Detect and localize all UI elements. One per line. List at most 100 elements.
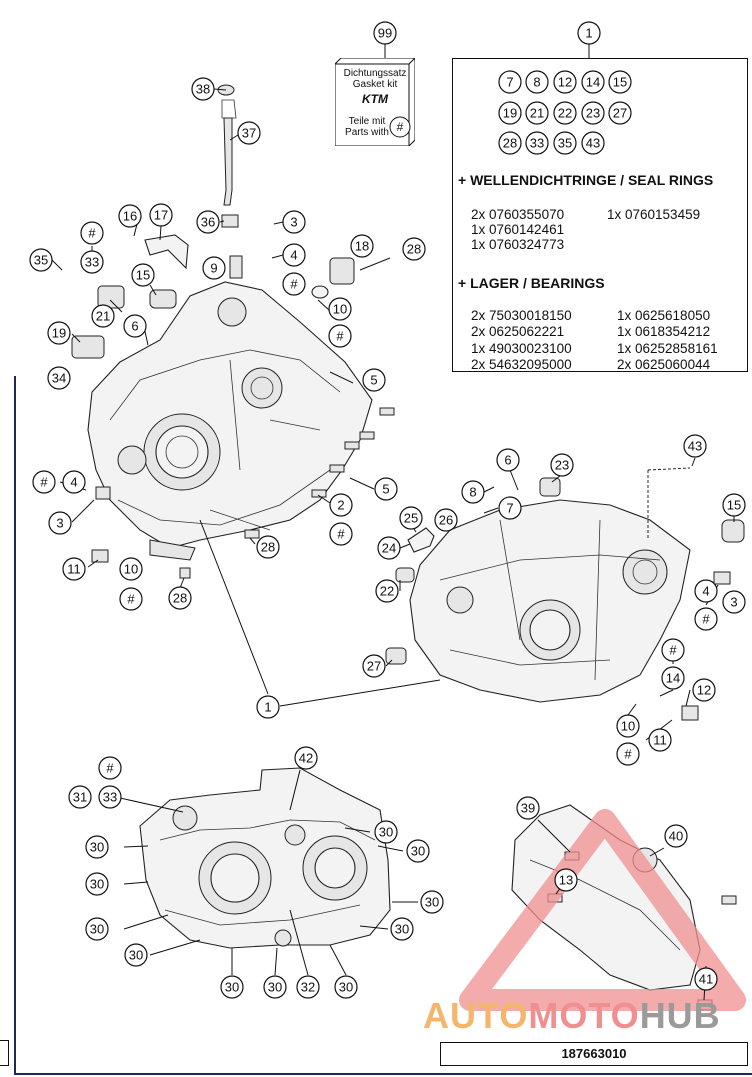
oil-pipe xyxy=(223,117,233,206)
callout-11a[interactable]: 11 xyxy=(62,557,86,581)
callout-30b[interactable]: 30 xyxy=(406,839,430,863)
callout-hash-g[interactable]: # xyxy=(616,742,640,766)
included-part-33: 33 xyxy=(525,131,549,155)
callout-5a[interactable]: 5 xyxy=(362,368,386,392)
callout-17[interactable]: 17 xyxy=(149,203,173,227)
callout-hash-f[interactable]: # xyxy=(661,638,685,662)
callout-hash-a[interactable]: # xyxy=(282,272,306,296)
callout-15b[interactable]: 15 xyxy=(722,493,746,517)
plug-3b xyxy=(713,571,731,585)
callout-25[interactable]: 25 xyxy=(399,506,423,530)
callout-30g[interactable]: 30 xyxy=(390,917,414,941)
callout-5b[interactable]: 5 xyxy=(374,477,398,501)
callout-24[interactable]: 24 xyxy=(377,536,401,560)
callout-6b[interactable]: 6 xyxy=(496,448,520,472)
callout-30f[interactable]: 30 xyxy=(85,917,109,941)
seal-ring-1-a: 1x 0760142461 xyxy=(471,222,565,237)
callout-40[interactable]: 40 xyxy=(664,824,688,848)
callout-30c[interactable]: 30 xyxy=(85,835,109,859)
callout-8[interactable]: 8 xyxy=(461,480,485,504)
included-part-23: 23 xyxy=(581,101,605,125)
plug-3 xyxy=(95,486,111,500)
plug-11 xyxy=(91,549,109,563)
callout-30d[interactable]: 30 xyxy=(85,872,109,896)
svg-text:99: 99 xyxy=(378,26,392,41)
callout-33[interactable]: 33 xyxy=(80,250,104,274)
pin-28 xyxy=(179,567,191,579)
callout-9[interactable]: 9 xyxy=(202,256,226,280)
callout-13[interactable]: 13 xyxy=(554,868,578,892)
callout-hash-c[interactable]: # xyxy=(329,522,353,546)
seal-ring-0-b: 1x 0760153459 xyxy=(607,207,701,222)
callout-31[interactable]: 31 xyxy=(68,785,92,809)
svg-text:30: 30 xyxy=(425,895,439,910)
callout-30a[interactable]: 30 xyxy=(374,820,398,844)
callout-30e[interactable]: 30 xyxy=(420,890,444,914)
seal-ring-2-a: 1x 0760324773 xyxy=(471,237,565,252)
callout-11b[interactable]: 11 xyxy=(648,728,672,752)
callout-28a[interactable]: 28 xyxy=(402,237,426,261)
svg-text:28: 28 xyxy=(173,591,187,606)
callout-28b[interactable]: 28 xyxy=(256,535,280,559)
svg-text:8: 8 xyxy=(469,485,476,500)
bearing-15 xyxy=(149,289,177,309)
watermark-auto: AUTO xyxy=(423,995,529,1036)
callout-4b[interactable]: 4 xyxy=(62,470,86,494)
callout-3a[interactable]: 3 xyxy=(282,210,306,234)
callout-36[interactable]: 36 xyxy=(196,210,220,234)
callout-38[interactable]: 38 xyxy=(191,77,215,101)
callout-10b[interactable]: 10 xyxy=(119,557,143,581)
screw-28 xyxy=(244,529,260,539)
callout-30j[interactable]: 30 xyxy=(263,975,287,999)
callout-4c[interactable]: 4 xyxy=(694,579,718,603)
callout-hash-b[interactable]: # xyxy=(32,470,56,494)
callout-10a[interactable]: 10 xyxy=(328,297,352,321)
callout-3c[interactable]: 3 xyxy=(722,590,746,614)
callout-12[interactable]: 12 xyxy=(692,678,716,702)
callout-32[interactable]: 32 xyxy=(296,975,320,999)
info-box: 7 8 12 14 15 19 21 22 23 27 28 33 35 43 … xyxy=(452,58,748,372)
callout-34[interactable]: 34 xyxy=(47,366,71,390)
callout-19[interactable]: 19 xyxy=(47,321,71,345)
callout-27[interactable]: 27 xyxy=(362,654,386,678)
callout-3b[interactable]: 3 xyxy=(48,511,72,535)
svg-text:15: 15 xyxy=(136,268,150,283)
callout-hash-10a[interactable]: # xyxy=(328,324,352,348)
svg-text:26: 26 xyxy=(439,513,453,528)
callout-26[interactable]: 26 xyxy=(434,508,458,532)
included-part-22: 22 xyxy=(553,101,577,125)
callout-41[interactable]: 41 xyxy=(694,967,718,991)
callout-14[interactable]: 14 xyxy=(661,666,685,690)
callout-6a[interactable]: 6 xyxy=(123,314,147,338)
callout-1-top[interactable]: 1 xyxy=(577,21,601,45)
callout-42[interactable]: 42 xyxy=(294,746,318,770)
callout-30h[interactable]: 30 xyxy=(124,943,148,967)
callout-2[interactable]: 2 xyxy=(329,493,353,517)
callout-4a[interactable]: 4 xyxy=(282,243,306,267)
callout-7[interactable]: 7 xyxy=(498,496,522,520)
callout-21[interactable]: 21 xyxy=(91,304,115,328)
callout-30k[interactable]: 30 xyxy=(334,975,358,999)
callout-39[interactable]: 39 xyxy=(516,796,540,820)
svg-text:33: 33 xyxy=(85,255,99,270)
callout-1-mid[interactable]: 1 xyxy=(256,695,280,719)
callout-35[interactable]: 35 xyxy=(29,248,53,272)
callout-hash-33[interactable]: # xyxy=(80,221,104,245)
callout-16[interactable]: 16 xyxy=(118,204,142,228)
callout-hash-d[interactable]: # xyxy=(119,587,143,611)
callout-23[interactable]: 23 xyxy=(550,453,574,477)
callout-15a[interactable]: 15 xyxy=(131,263,155,287)
callout-30i[interactable]: 30 xyxy=(220,975,244,999)
callout-28c[interactable]: 28 xyxy=(168,586,192,610)
callout-33b[interactable]: 33 xyxy=(98,785,122,809)
callout-18[interactable]: 18 xyxy=(350,234,374,258)
svg-text:22: 22 xyxy=(380,584,394,599)
callout-37[interactable]: 37 xyxy=(237,121,261,145)
callout-hash-e[interactable]: # xyxy=(694,607,718,631)
callout-22[interactable]: 22 xyxy=(375,579,399,603)
callout-hash-h[interactable]: # xyxy=(98,756,122,780)
svg-text:43: 43 xyxy=(586,136,600,151)
callout-10c[interactable]: 10 xyxy=(616,714,640,738)
callout-43[interactable]: 43 xyxy=(683,434,707,458)
callout-99[interactable]: 99 xyxy=(373,21,397,45)
